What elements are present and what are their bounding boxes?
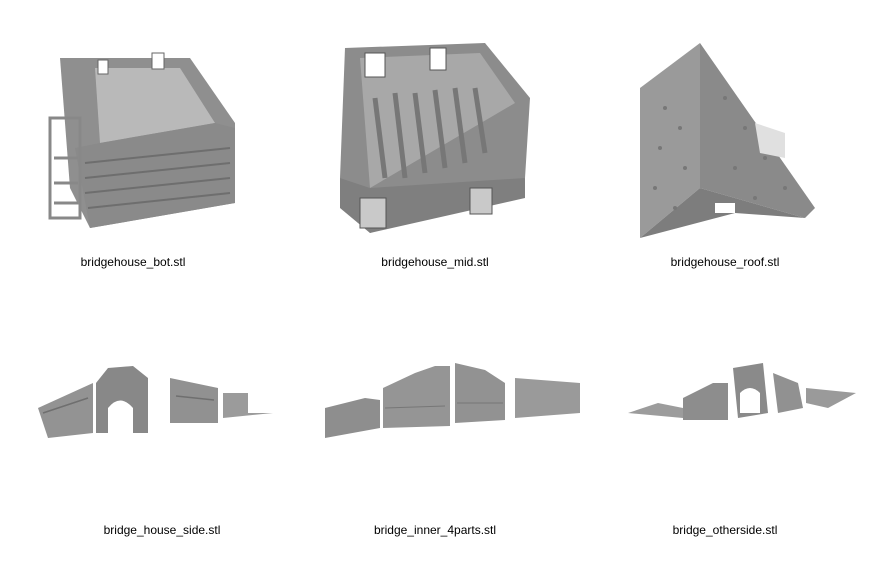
file-tile-bridgehouse-roof[interactable]: bridgehouse_roof.stl [580, 0, 870, 290]
file-name: bridgehouse_mid.stl [381, 255, 489, 269]
file-name: bridge_otherside.stl [672, 523, 778, 537]
stone-tower-base-model-icon [40, 38, 250, 238]
bridge-inner-parts-model-icon [325, 358, 585, 438]
file-name: bridge_inner_4parts.stl [373, 523, 497, 537]
bridge-otherside-model-icon [628, 358, 856, 428]
file-tile-bridgehouse-mid[interactable]: bridgehouse_mid.stl [290, 0, 580, 290]
file-tile-bridge-inner-4parts[interactable]: bridge_inner_4parts.stl [290, 290, 580, 587]
arched-bridge-side-model-icon [38, 358, 273, 443]
timber-house-middle-model-icon [330, 38, 535, 238]
file-name: bridgehouse_roof.stl [670, 255, 780, 269]
file-tile-bridgehouse-bot[interactable]: bridgehouse_bot.stl [0, 0, 290, 290]
shingle-roof-model-icon [635, 38, 815, 243]
file-tile-bridge-otherside[interactable]: bridge_otherside.stl [580, 290, 870, 587]
file-name: bridgehouse_bot.stl [80, 255, 186, 269]
file-name: bridge_house_side.stl [103, 523, 221, 537]
file-tile-bridge-house-side[interactable]: bridge_house_side.stl [0, 290, 290, 587]
